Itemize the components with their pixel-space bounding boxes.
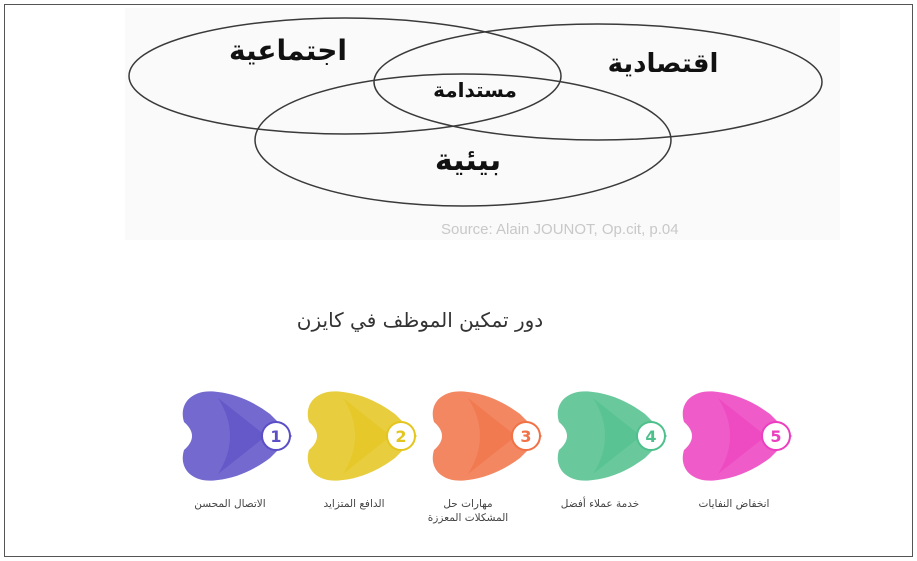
step-arrow-highlight [218,398,266,474]
label-sustainable: مستدامة [433,78,517,102]
step-label-2: الدافع المتزايد [323,498,385,510]
kaizen-step-4: 4 [557,391,667,481]
source-citation: Source: Alain JOUNOT, Op.cit, p.04 [441,221,679,238]
step-label-3: مهارات حل المشكلات المعززة [427,498,509,524]
step-number-circle [386,421,416,451]
step-number-circle [636,421,666,451]
label-environmental: بيئية [435,143,501,178]
step-number: 1 [270,427,281,446]
step-label-5: انخفاض النفايات [698,498,770,510]
circle-environmental [254,73,672,207]
circle-economic [373,23,823,141]
step-number: 3 [520,427,531,446]
step-arrow-highlight [343,398,391,474]
kaizen-title: دور تمكين الموظف في كايزن [296,308,544,332]
step-arrow-highlight [468,398,516,474]
step-number: 5 [770,427,781,446]
kaizen-step-3: 3 [432,391,542,481]
label-economic: اقتصادية [608,49,719,79]
venn-diagram-background [125,8,840,240]
step-number: 4 [645,427,656,446]
step-label-1: الاتصال المحسن [194,498,266,510]
step-number-circle [761,421,791,451]
step-label-4: خدمة عملاء أفضل [560,498,640,510]
kaizen-step-1: 1 [182,391,292,481]
step-arrow-highlight [718,398,766,474]
kaizen-step-5: 5 [682,391,792,481]
label-social: اجتماعية [229,34,347,67]
step-arrow-highlight [593,398,641,474]
kaizen-step-2: 2 [307,391,417,481]
step-number-circle [261,421,291,451]
step-number-circle [511,421,541,451]
step-number: 2 [395,427,406,446]
circle-social [128,17,562,135]
